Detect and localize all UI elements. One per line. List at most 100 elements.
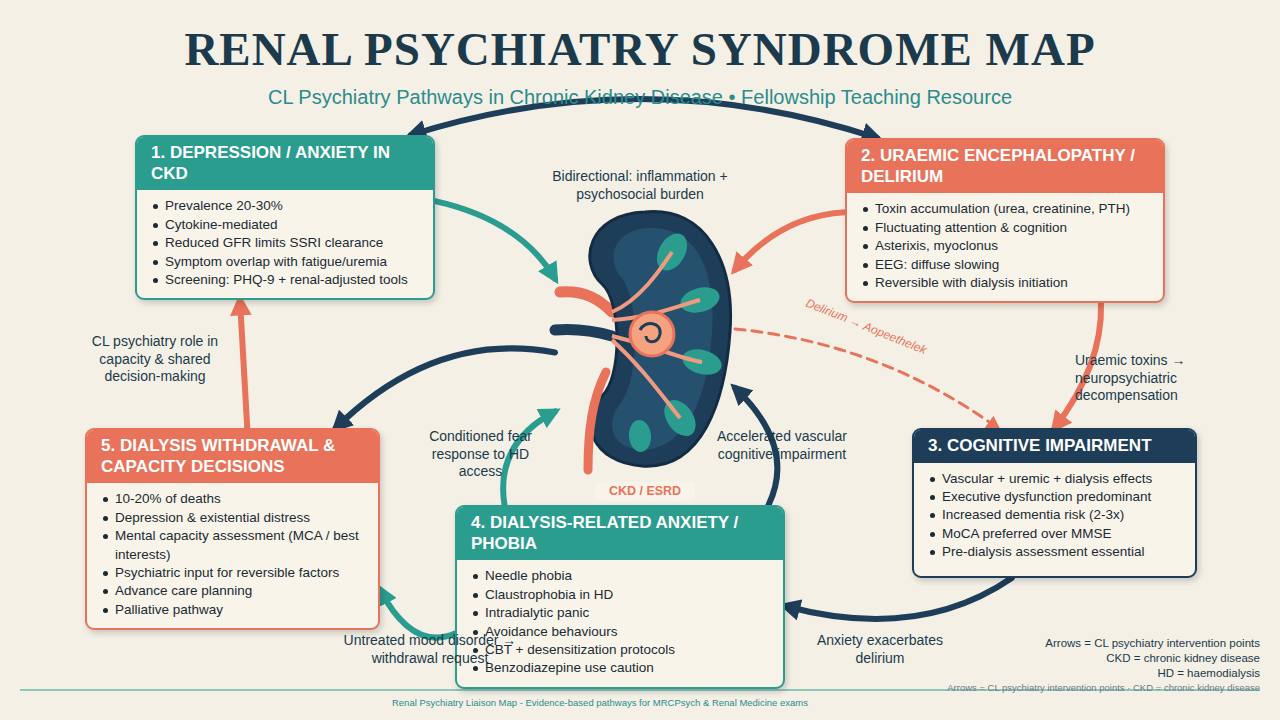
bullet-dot (930, 550, 935, 555)
bullet-text: Needle phobia (485, 568, 572, 583)
bullet-row: Executive dysfunction predominant (928, 488, 1183, 506)
connector-arrow (735, 329, 998, 428)
box-heading: 5. DIALYSIS WITHDRAWAL & CAPACITY DECISI… (87, 430, 378, 483)
syndrome-box: 2. URAEMIC ENCEPHALOPATHY / DELIRIUM Toxi… (845, 138, 1165, 303)
bullet-text: Mental capacity assessment (MCA / best i… (115, 528, 359, 561)
bullet-dot (473, 593, 478, 598)
bullet-text: EEG: diffuse slowing (875, 257, 999, 272)
bullet-text: Claustrophobia in HD (485, 587, 613, 602)
bullet-text: Screening: PHQ-9 + renal-adjusted tools (165, 272, 408, 287)
bullet-dot (103, 571, 108, 576)
bullet-dot (863, 244, 868, 249)
bullet-row: Reversible with dialysis initiation (861, 274, 1151, 292)
key-note: CKD = chronic kidney disease (930, 652, 1260, 664)
connector-arrow (380, 590, 455, 638)
bullet-text: Pre-dialysis assessment essential (942, 544, 1145, 559)
key-note: Arrows = CL psychiatry intervention poin… (930, 637, 1260, 649)
bullet-dot (930, 513, 935, 518)
bullet-row: Claustrophobia in HD (471, 586, 771, 604)
subtitle: CL Psychiatry Pathways in Chronic Kidney… (140, 86, 1140, 109)
box-body: Toxin accumulation (urea, creatinine, PT… (847, 193, 1163, 301)
bullet-dot (863, 226, 868, 231)
bullet-text: Toxin accumulation (urea, creatinine, PT… (875, 201, 1130, 216)
box-heading: 3. COGNITIVE IMPAIRMENT (914, 430, 1195, 463)
connector-arrow (336, 348, 555, 428)
bullet-text: Palliative pathway (115, 602, 223, 617)
bullet-dot (153, 278, 158, 283)
bullet-dot (473, 574, 478, 579)
bullet-row: Depression & existential distress (101, 509, 366, 527)
bullet-row: Prevalence 20-30% (151, 197, 421, 215)
bullet-text: Executive dysfunction predominant (942, 489, 1151, 504)
bullet-text: Advance care planning (115, 583, 252, 598)
edge-label: Untreated mood disorder → withdrawal req… (310, 632, 550, 667)
renal-vein (555, 329, 612, 336)
bullet-dot (930, 477, 935, 482)
box-body: Vascular + uremic + dialysis effectsExec… (914, 463, 1195, 571)
bullet-row: Psychiatric input for reversible factors (101, 564, 366, 582)
bullet-text: Increased dementia risk (2-3x) (942, 507, 1124, 522)
bullet-dot (103, 497, 108, 502)
bullet-text: MoCA preferred over MMSE (942, 526, 1112, 541)
edge-label: Accelerated vascular cognitive impairmen… (712, 428, 852, 463)
bullet-row: EEG: diffuse slowing (861, 256, 1151, 274)
bullet-row: Palliative pathway (101, 601, 366, 619)
bullet-row: 10-20% of deaths (101, 490, 366, 508)
bullet-row: Toxin accumulation (urea, creatinine, PT… (861, 200, 1151, 218)
bullet-dot (930, 495, 935, 500)
bullet-row: Asterixis, myoclonus (861, 237, 1151, 255)
bullet-row: Vascular + uremic + dialysis effects (928, 470, 1183, 488)
key-note-faint: Arrows = CL psychiatry intervention poin… (880, 682, 1260, 693)
bullet-text: Fluctuating attention & cognition (875, 220, 1067, 235)
kidney-outline (590, 212, 731, 467)
bullet-row: Fluctuating attention & cognition (861, 219, 1151, 237)
kidney-node: CKD / ESRD (555, 205, 735, 500)
bullet-dot (153, 223, 158, 228)
box-body: Prevalence 20-30%Cytokine-mediatedReduce… (137, 190, 433, 298)
bullet-text: Intradialytic panic (485, 605, 589, 620)
bullet-row: Advance care planning (101, 582, 366, 600)
bullet-row: Mental capacity assessment (MCA / best i… (101, 527, 366, 564)
bullet-dot (153, 260, 158, 265)
renal-pelvis (630, 312, 674, 356)
bullet-row: Cytokine-mediated (151, 216, 421, 234)
connector-arrow (435, 201, 555, 279)
box-heading: 1. DEPRESSION / ANXIETY IN CKD (137, 137, 433, 190)
bullet-text: Prevalence 20-30% (165, 198, 283, 213)
diagram-title: RENAL PSYCHIATRY SYNDROME MAP (0, 22, 1280, 76)
bullet-row: Pre-dialysis assessment essential (928, 543, 1183, 561)
box-heading: 4. DIALYSIS-RELATED ANXIETY / PHOBIA (457, 507, 783, 560)
edge-label: Bidirectional: inflammation + psychosoci… (535, 168, 745, 203)
bullet-dot (103, 608, 108, 613)
bullet-text: Psychiatric input for reversible factors (115, 565, 339, 580)
box-heading: 2. URAEMIC ENCEPHALOPATHY / DELIRIUM (847, 140, 1163, 193)
edge-label: CL psychiatry role in capacity & shared … (70, 333, 240, 386)
renal-pyramid (628, 419, 653, 453)
bullet-row: Needle phobia (471, 567, 771, 585)
bullet-dot (473, 611, 478, 616)
bullet-text: Benzodiazepine use caution (485, 660, 654, 675)
bullet-text: Cytokine-mediated (165, 217, 278, 232)
key-note: HD = haemodialysis (930, 667, 1260, 679)
bullet-dot (930, 532, 935, 537)
edge-label: Uraemic toxins → neuropsychiatric decomp… (1075, 352, 1235, 405)
bullet-dot (153, 204, 158, 209)
renal-artery (560, 292, 612, 312)
bullet-text: Vascular + uremic + dialysis effects (942, 471, 1152, 486)
bullet-row: Screening: PHQ-9 + renal-adjusted tools (151, 271, 421, 289)
bullet-dot (863, 207, 868, 212)
connector-arrow (735, 212, 845, 270)
bullet-row: Increased dementia risk (2-3x) (928, 506, 1183, 524)
syndrome-box: 3. COGNITIVE IMPAIRMENTVascular + uremic… (912, 428, 1197, 578)
bullet-row: MoCA preferred over MMSE (928, 525, 1183, 543)
bullet-dot (863, 281, 868, 286)
bullet-dot (863, 263, 868, 268)
bullet-dot (103, 516, 108, 521)
box-body: Needle phobiaClaustrophobia in HD Intradi… (457, 560, 783, 686)
kidney-cortex (612, 228, 713, 450)
bullet-dot (103, 534, 108, 539)
renal-vessels (612, 252, 702, 418)
bullet-text: Asterixis, myoclonus (875, 238, 998, 253)
bullet-dot (153, 241, 158, 246)
